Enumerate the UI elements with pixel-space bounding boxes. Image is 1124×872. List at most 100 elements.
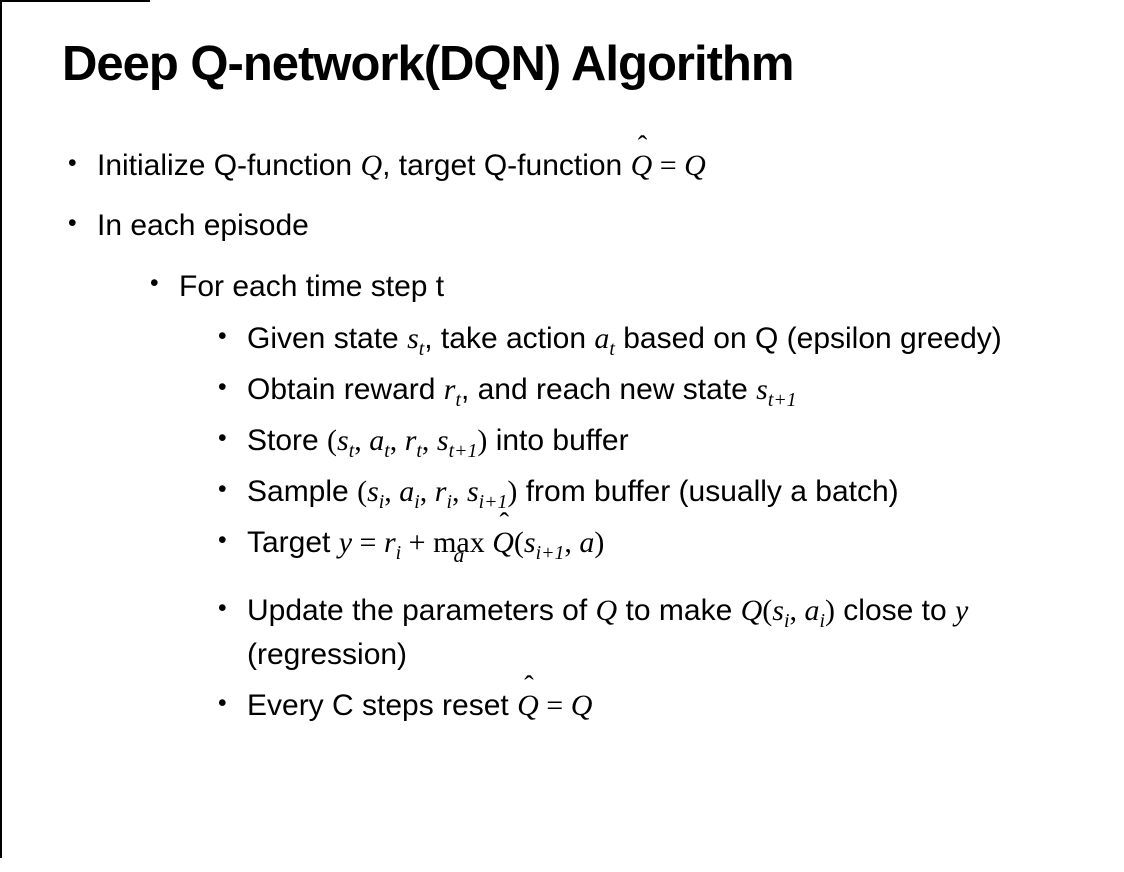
text-run: from buffer (usually a batch) xyxy=(517,474,899,508)
bullet-text: For each time step t xyxy=(179,270,444,303)
text-run: Update the parameters of xyxy=(247,594,596,628)
math-subscript-token: si+1 xyxy=(524,526,564,563)
math-operator: , xyxy=(421,423,437,457)
bullet-marker: • xyxy=(218,595,227,623)
math-token: Q xyxy=(517,689,539,723)
bullet-marker: • xyxy=(218,322,227,350)
bullet-item: • Update the parameters of Q to make Q(si… xyxy=(216,589,1092,677)
text-run: Given state xyxy=(247,321,408,355)
subscript: t+1 xyxy=(767,388,797,411)
math-operator: ( xyxy=(357,474,368,508)
math-token: r xyxy=(404,423,417,457)
math-operator: = xyxy=(538,689,571,723)
text-run: Store xyxy=(247,423,328,457)
math-operator: ( xyxy=(762,594,773,628)
subscript: t xyxy=(418,337,425,360)
math-operator: , xyxy=(384,474,400,508)
text-run: Obtain reward xyxy=(247,372,444,406)
math-subscript-token: ri xyxy=(384,526,401,563)
text-run: (regression) xyxy=(247,638,408,672)
bullet-list: • Initialize Q-function Q, target Q-funct… xyxy=(0,132,1124,728)
text-run: into buffer xyxy=(487,423,629,457)
subscript: i xyxy=(395,542,402,564)
bullet-item: • For each time step t xyxy=(148,265,1079,309)
math-subscript-token: at xyxy=(594,322,615,359)
math-token: a xyxy=(369,423,385,457)
subscript: i xyxy=(446,490,452,513)
math-subscript-token: at xyxy=(369,423,390,461)
text-run: based on Q (epsilon greedy) xyxy=(614,321,1002,355)
hat-accent: ˆ xyxy=(499,507,509,539)
munder-under: a xyxy=(453,543,465,568)
text-run: to make xyxy=(617,594,741,628)
math-token: Q xyxy=(360,149,383,183)
bullet-marker: • xyxy=(218,373,227,401)
subscript: t+1 xyxy=(448,439,478,462)
subscript: t xyxy=(384,439,390,462)
math-subscript-token: rt xyxy=(443,372,461,410)
text-run: close to xyxy=(834,594,956,628)
bullet-marker: • xyxy=(218,424,227,452)
math-operator xyxy=(485,526,493,559)
math-subscript-token: ai xyxy=(804,594,825,631)
subscript: i xyxy=(414,490,420,513)
math-operator: , xyxy=(564,526,580,559)
text-run: Sample xyxy=(247,474,358,508)
math-subscript-token: st+1 xyxy=(756,372,796,410)
math-operator: = xyxy=(652,149,685,183)
bullet-item: •Obtain reward rt, and reach new state s… xyxy=(216,368,1092,412)
math-operator: = xyxy=(352,526,384,559)
subscript: i+1 xyxy=(535,542,565,564)
bullet-item: •In each episode xyxy=(66,204,1077,248)
math-subscript-token: st xyxy=(407,322,424,359)
math-token: Q xyxy=(684,149,706,183)
text-run: , take action xyxy=(424,321,595,355)
bullet-text: Given state st, take action at based on … xyxy=(247,321,1002,359)
bullet-item: • Given state st, take action at based on… xyxy=(216,317,1092,361)
math-token: a xyxy=(579,526,595,559)
math-token: y xyxy=(955,594,969,628)
bullet-marker: • xyxy=(68,210,77,238)
math-token: r xyxy=(443,372,456,406)
math-subscript-token: st+1 xyxy=(437,424,477,461)
bullet-item: •Initialize Q-function Q, target Q-funct… xyxy=(66,132,1077,188)
math-operator: , xyxy=(419,474,435,508)
bullet-item: •Store (st, at, rt, st+1) into buffer xyxy=(216,419,1092,463)
subscript: i+1 xyxy=(478,490,508,513)
math-token: Q xyxy=(740,594,763,628)
bullet-text: Store (st, at, rt, st+1) into buffer xyxy=(247,423,629,461)
math-subscript-token: ai xyxy=(399,475,420,512)
math-operator: , xyxy=(789,594,805,628)
math-token: a xyxy=(804,594,820,628)
subscript: i xyxy=(378,490,385,513)
munder-base: max xyxy=(433,526,485,559)
bullet-text: Update the parameters of Q to make Q(si,… xyxy=(247,594,968,671)
text-run: Target xyxy=(247,526,339,559)
math-token: s xyxy=(756,372,768,406)
math-token: Q xyxy=(492,526,514,559)
math-token: Q xyxy=(570,689,593,723)
math-token: s xyxy=(337,423,349,457)
math-token: s xyxy=(367,474,379,508)
text-run: , target Q-function xyxy=(382,149,631,183)
bullet-text: Initialize Q-function Q, target Q-functi… xyxy=(97,132,706,183)
bullet-item: •Sample (si, ai, ri, si+1) from buffer (… xyxy=(216,470,1092,514)
math-subscript-token: ri xyxy=(435,475,452,512)
math-token: s xyxy=(466,474,479,508)
math-operator: , xyxy=(451,474,467,508)
bullet-marker: • xyxy=(218,690,227,718)
bullet-marker: • xyxy=(150,270,159,298)
hat-accent: ˆ xyxy=(637,130,648,162)
math-token: Q xyxy=(630,149,653,183)
bullet-text: Sample (si, ai, ri, si+1) from buffer (u… xyxy=(247,474,899,512)
subscript: t xyxy=(455,388,461,411)
math-token: y xyxy=(338,526,353,559)
hat-accent: ˆ xyxy=(524,670,534,702)
